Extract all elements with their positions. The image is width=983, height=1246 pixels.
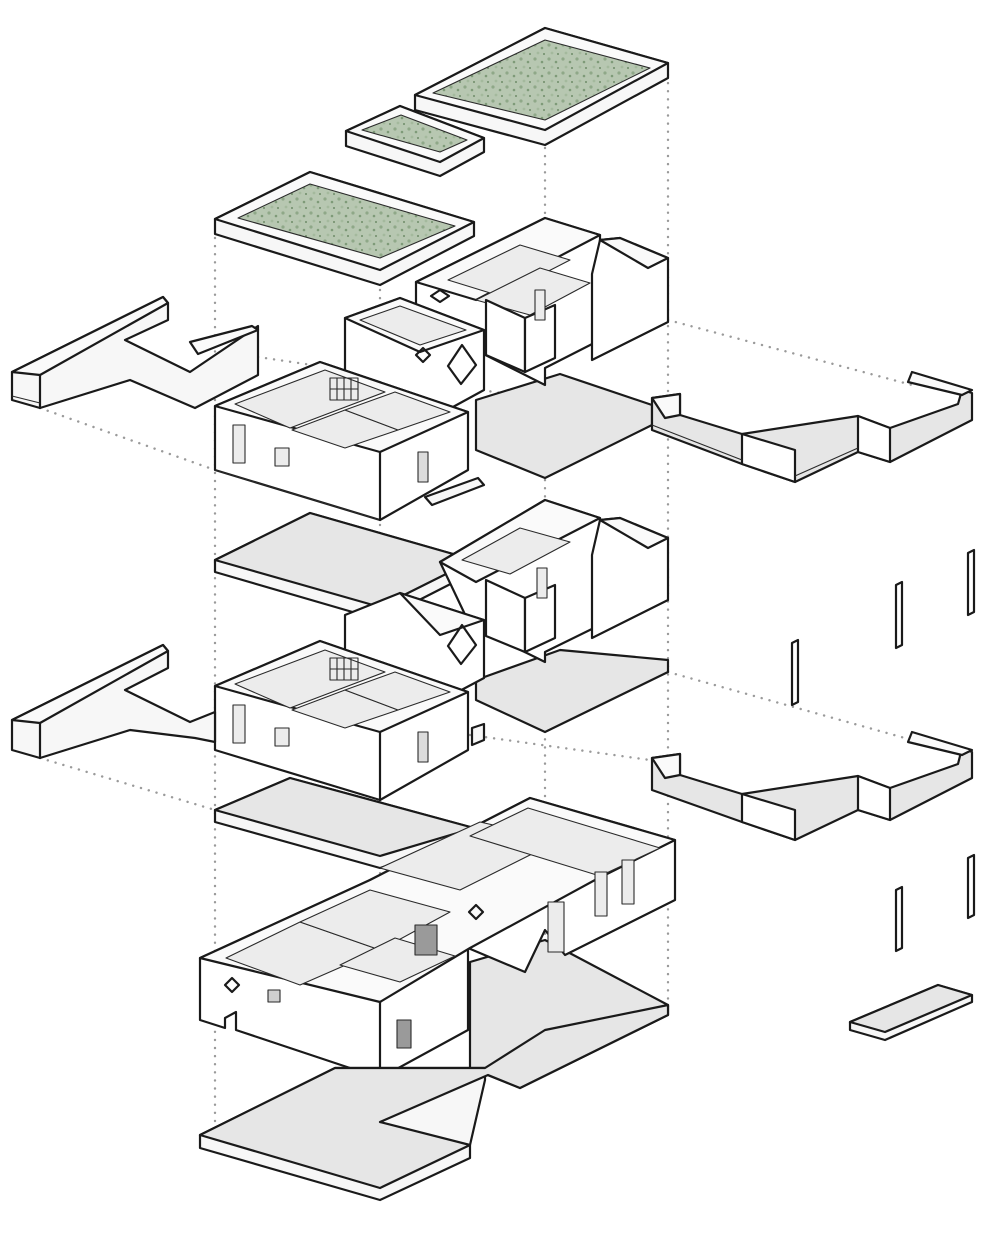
window-grid <box>329 377 359 401</box>
foundation-slab <box>198 1003 670 1202</box>
window-grid <box>329 657 359 681</box>
middle-floor-left-block <box>213 639 486 802</box>
small-slab-right <box>848 983 974 1042</box>
upper-terrace-right <box>650 370 974 484</box>
middle-terrace-right <box>650 730 974 842</box>
green-roof-left <box>213 170 476 287</box>
columns <box>790 548 976 953</box>
middle-terrace-left <box>10 643 217 760</box>
green-roof-large-right <box>413 26 670 147</box>
upper-floor-left-block <box>213 360 486 522</box>
upper-terrace-left <box>10 295 260 410</box>
green-roof-small <box>344 104 486 178</box>
middle-floor-right-block <box>438 498 670 734</box>
